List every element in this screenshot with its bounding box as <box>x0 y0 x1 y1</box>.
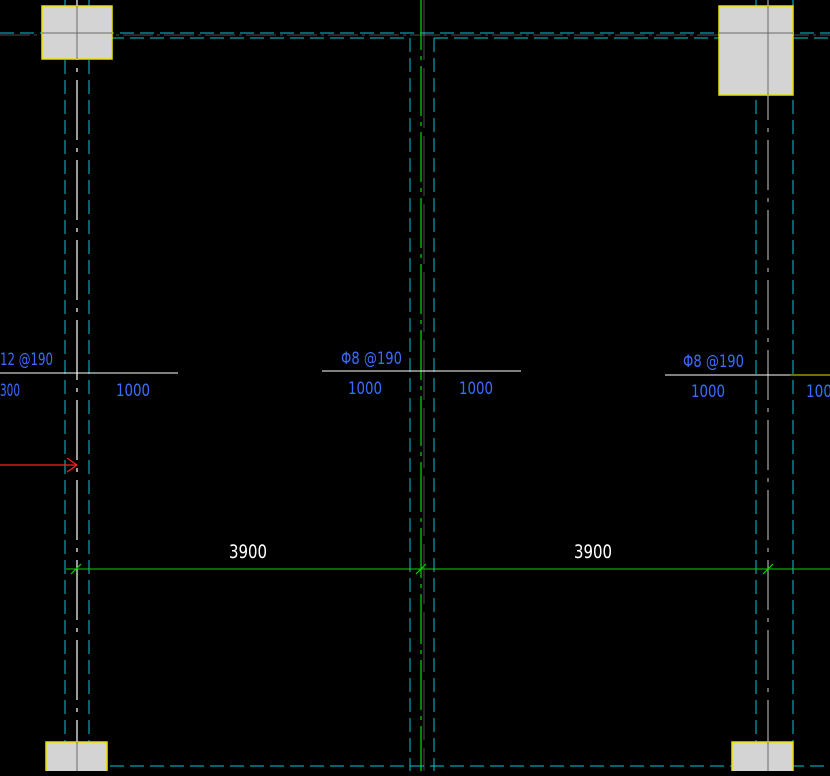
rebar-right-length: 100 <box>806 382 830 402</box>
middle-beam <box>409 0 435 771</box>
rebar-spec-label: Φ8 @190 <box>683 352 744 372</box>
arrow-head-lower <box>66 464 78 473</box>
columns <box>41 5 794 776</box>
dimension-value-right: 3900 <box>574 541 612 563</box>
top-beam <box>0 32 830 39</box>
rebar-right-length: 1000 <box>459 379 493 399</box>
leader-arrow[interactable] <box>0 457 78 473</box>
rebar-callout-left[interactable]: 12 @190 300 1000 <box>0 350 178 401</box>
column-bottom-left[interactable] <box>45 741 108 776</box>
left-beam <box>64 0 90 771</box>
right-beam <box>755 0 794 771</box>
column-top-left[interactable] <box>41 5 113 60</box>
rebar-left-length: 1000 <box>348 379 382 399</box>
dimension-tick-left <box>70 563 82 575</box>
dimension-tick-middle <box>415 563 427 575</box>
column-bottom-right[interactable] <box>731 741 794 776</box>
rebar-right-length: 1000 <box>116 381 150 401</box>
dimension-tick-right <box>762 563 774 575</box>
column-top-right[interactable] <box>718 5 794 96</box>
rebar-callout-right[interactable]: Φ8 @190 1000 100 <box>665 352 830 402</box>
dimension-line[interactable]: 3900 3900 <box>66 541 830 575</box>
rebar-callout-middle[interactable]: Φ8 @190 1000 1000 <box>322 349 521 399</box>
rebar-spec-label: Φ8 @190 <box>341 349 402 369</box>
rebar-left-length: 1000 <box>691 382 725 402</box>
rebar-left-length: 300 <box>0 381 20 401</box>
rebar-spec-label: 12 @190 <box>0 350 53 370</box>
dimension-value-left: 3900 <box>229 541 267 563</box>
arrow-head-upper <box>66 457 78 466</box>
